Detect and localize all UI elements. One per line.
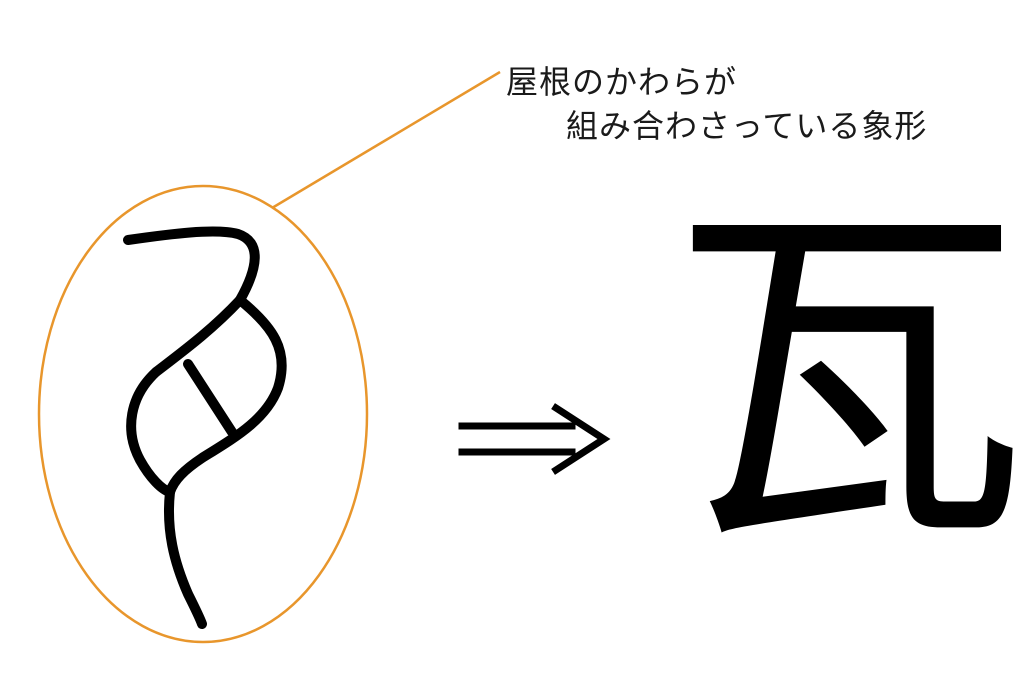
pictograph-top-stroke [123,226,260,305]
annotation-line-2: 組み合わさっている象形 [566,107,928,145]
ancient-pictograph [123,226,287,629]
modern-kanji-character: 瓦 [668,170,1024,589]
pictograph-cross-stroke [183,359,237,437]
pictograph-tail-stroke [163,487,207,629]
annotation-line-1: 屋根のかわらが [506,63,738,101]
pictograph-right-loop [165,295,287,497]
double-right-arrow-icon [458,403,611,475]
highlight-ellipse [37,184,369,644]
pictograph-upper-loop [126,295,245,497]
leader-line [271,70,501,210]
